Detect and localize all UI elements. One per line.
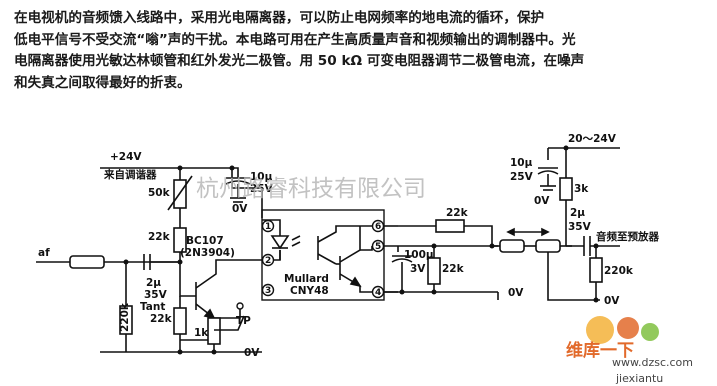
input-label: af xyxy=(38,247,50,259)
pin-6-label: 6 xyxy=(375,222,381,232)
r-220k-right-label: 220k xyxy=(604,265,634,277)
pin-2-label: 2 xyxy=(265,256,271,266)
c-out-value-label: 2µ xyxy=(570,207,585,219)
circuit-wires xyxy=(36,147,620,353)
description-line-3: 电隔离器使用光敏达林顿管和红外发光二极管。用 50 kΩ 可变电阻器调节二极管电… xyxy=(14,53,585,69)
description-line-4: 和失真之间取得最好的折衷。 xyxy=(14,74,191,91)
isolator-pins xyxy=(261,219,385,299)
r-1k-label: 1k xyxy=(194,327,209,339)
watermark-company: 杭州路睿科技有限公司 xyxy=(196,176,426,202)
pin-1-label: 1 xyxy=(265,222,271,232)
description-line-1: 在电视机的音频馈入线路中，采用光电隔离器，可以防止电网频率的地电流的循环，保护 xyxy=(14,10,545,26)
c-top-voltage-label: 25V xyxy=(250,183,274,195)
c-top-ground-label: 0V xyxy=(232,203,248,215)
iso-model-label: CNY48 xyxy=(290,285,329,297)
q-model-label: BC107 xyxy=(186,235,224,247)
pin-3-label: 3 xyxy=(265,286,271,296)
junction-dots xyxy=(123,145,599,355)
c-top-value-label: 10µ xyxy=(250,171,273,183)
r-var-label: 50k xyxy=(148,187,171,199)
supply-left-label: +24V xyxy=(110,151,142,163)
r-220k-left-label: 220k xyxy=(119,302,131,332)
r-22k-emitter-label: 22k xyxy=(150,313,173,325)
pin-4-label: 4 xyxy=(375,288,381,298)
c-100u-voltage-label: 3V xyxy=(410,263,426,275)
description-paragraph: 在电视机的音频馈入线路中，采用光电隔离器，可以防止电网频率的地电流的循环，保护 … xyxy=(14,8,704,94)
watermark-site-url: www.dzsc.com xyxy=(612,356,693,369)
r-3k-label: 3k xyxy=(574,183,589,195)
c-right-ground-label: 0V xyxy=(534,195,550,207)
ground-mid-label: 0V xyxy=(508,287,524,299)
watermark-site2: jiexiantu xyxy=(615,372,663,385)
c-in-type-label: Tant xyxy=(140,301,165,313)
r-22k-out-label: 22k xyxy=(442,263,465,275)
watermark-logo xyxy=(586,316,659,344)
c-out-voltage-label: 35V xyxy=(568,221,592,233)
iso-brand-label: Mullard xyxy=(284,273,329,285)
to-preamp-label: 音频至预放器 xyxy=(596,230,659,243)
c-right-voltage-label: 25V xyxy=(510,171,534,183)
watermarks: 杭州路睿科技有限公司 维库一下 www.dzsc.com jiexiantu xyxy=(196,176,693,385)
r-22k-top-label: 22k xyxy=(148,231,171,243)
circuit-labels: +24V 来自调谐器 50k 22k BC107 (2N3904) 10µ 25… xyxy=(38,133,659,359)
ground-bottom-label: 0V xyxy=(244,347,260,359)
c-right-value-label: 10µ xyxy=(510,157,533,169)
watermark-site-cn: 维库一下 xyxy=(566,340,634,361)
c-in-value-label: 2µ xyxy=(146,277,161,289)
r-22k-fb-label: 22k xyxy=(446,207,469,219)
pin-5-label: 5 xyxy=(375,242,381,252)
c-in-voltage-label: 35V xyxy=(144,289,168,301)
description-line-2: 低电平信号不受交流“嗡”声的干扰。本电路可用在产生高质量声音和视频输出的调制器中… xyxy=(14,31,576,48)
from-tuner-label: 来自调谐器 xyxy=(103,168,157,181)
supply-right-label: 20～24V xyxy=(568,133,617,145)
c-100u-value-label: 100µ xyxy=(404,249,434,261)
q-alt-label: (2N3904) xyxy=(180,247,235,259)
ground-right-label: 0V xyxy=(604,295,620,307)
tp-label: TP xyxy=(236,315,251,327)
